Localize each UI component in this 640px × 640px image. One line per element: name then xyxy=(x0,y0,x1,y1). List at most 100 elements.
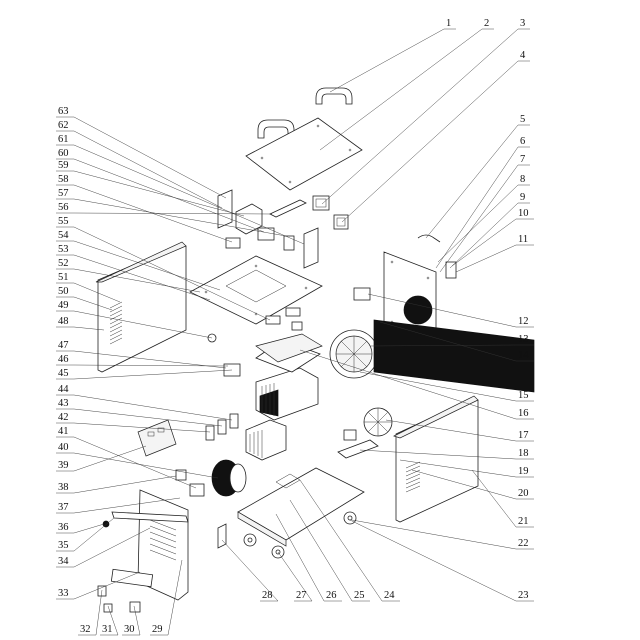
leader-line-11 xyxy=(455,244,517,273)
leader-line-32 xyxy=(95,589,103,636)
callout-39: 39 xyxy=(58,460,69,471)
leader-line-44 xyxy=(73,394,233,421)
terminal-strip-part xyxy=(110,568,154,588)
callout-3: 3 xyxy=(520,18,525,29)
callout-22: 22 xyxy=(518,538,529,549)
callout-49: 49 xyxy=(58,300,69,311)
callout-numbers: 1 2 3 4 5 6 7 8 9 10 11 12 13 14 15 16 1… xyxy=(58,18,529,635)
leader-line-4 xyxy=(341,60,519,223)
leader-line-55 xyxy=(73,226,271,321)
callout-36: 36 xyxy=(58,522,69,533)
parts-drawing xyxy=(95,87,535,613)
leader-line-42 xyxy=(73,422,211,433)
relay-part xyxy=(333,214,349,230)
small-parts xyxy=(205,413,239,441)
leader-lines xyxy=(56,28,534,636)
leader-line-34 xyxy=(73,527,151,568)
leader-line-48 xyxy=(73,326,105,331)
leader-line-24 xyxy=(299,479,383,602)
front-handle-part xyxy=(111,511,189,523)
callout-14: 14 xyxy=(518,350,529,361)
leader-line-1 xyxy=(329,28,445,93)
leader-line-6 xyxy=(435,146,519,269)
callout-55: 55 xyxy=(58,216,69,227)
heatsink2-part xyxy=(245,419,287,461)
leader-line-29 xyxy=(167,559,183,636)
leader-line-20 xyxy=(411,469,517,500)
handle-part xyxy=(257,87,353,139)
callout-58: 58 xyxy=(58,174,69,185)
callout-10: 10 xyxy=(518,208,529,219)
leader-line-49 xyxy=(73,310,213,339)
leader-line-18 xyxy=(359,449,517,460)
leader-line-12 xyxy=(367,293,517,328)
leader-line-15 xyxy=(359,371,517,402)
leader-line-41 xyxy=(73,436,197,489)
leader-line-25 xyxy=(289,499,353,602)
leader-line-62 xyxy=(73,130,223,209)
leader-line-27 xyxy=(277,551,313,602)
leader-line-33 xyxy=(73,571,141,600)
leader-line-52 xyxy=(73,268,201,293)
callout-38: 38 xyxy=(58,482,69,493)
leader-line-5 xyxy=(425,124,519,239)
callout-15: 15 xyxy=(518,390,529,401)
callout-30: 30 xyxy=(124,624,135,635)
leader-line-7 xyxy=(439,164,519,273)
leader-line-9 xyxy=(449,202,519,269)
rail-part xyxy=(269,199,307,218)
leader-line-13 xyxy=(369,344,517,347)
heatsink-part xyxy=(255,367,319,421)
cable-part xyxy=(417,234,441,243)
leader-line-58 xyxy=(73,184,233,243)
leader-line-61 xyxy=(73,144,305,245)
callout-2: 2 xyxy=(484,18,489,29)
callout-20: 20 xyxy=(518,488,529,499)
callout-28: 28 xyxy=(262,590,273,601)
callout-44: 44 xyxy=(58,384,69,395)
callout-27: 27 xyxy=(296,590,307,601)
clip-part xyxy=(217,523,227,549)
callout-35: 35 xyxy=(58,540,69,551)
callout-53: 53 xyxy=(58,244,69,255)
callout-12: 12 xyxy=(518,316,529,327)
callout-9: 9 xyxy=(520,192,525,203)
right-side-panel xyxy=(393,395,479,523)
leader-line-59 xyxy=(73,170,245,217)
callout-18: 18 xyxy=(518,448,529,459)
leader-line-63 xyxy=(73,116,227,199)
leader-line-31 xyxy=(107,605,119,636)
callout-32: 32 xyxy=(80,624,91,635)
inductor-part xyxy=(175,459,247,497)
leader-line-43 xyxy=(73,408,223,427)
leader-line-2 xyxy=(319,28,483,151)
leader-line-39 xyxy=(73,445,147,472)
leader-line-36 xyxy=(73,523,105,534)
leader-line-22 xyxy=(351,519,517,550)
fan-part xyxy=(329,329,379,379)
callout-8: 8 xyxy=(520,174,525,185)
control-pcb-part xyxy=(137,419,177,457)
leader-line-54 xyxy=(73,240,221,291)
leader-line-51 xyxy=(73,282,121,303)
wheel-parts xyxy=(243,511,357,559)
callout-59: 59 xyxy=(58,160,69,171)
callout-23: 23 xyxy=(518,590,529,601)
middle-plate-part xyxy=(189,255,323,325)
callout-7: 7 xyxy=(520,154,525,165)
callout-61: 61 xyxy=(58,134,69,145)
callout-57: 57 xyxy=(58,188,69,199)
leader-line-23 xyxy=(349,519,517,602)
leader-line-3 xyxy=(321,28,519,205)
callout-16: 16 xyxy=(518,408,529,419)
callout-13: 13 xyxy=(518,334,529,345)
callout-37: 37 xyxy=(58,502,69,513)
callout-29: 29 xyxy=(152,624,163,635)
leader-line-47 xyxy=(73,350,227,369)
callout-25: 25 xyxy=(354,590,365,601)
callout-6: 6 xyxy=(520,136,525,147)
callout-50: 50 xyxy=(58,286,69,297)
callout-60: 60 xyxy=(58,148,69,159)
callout-43: 43 xyxy=(58,398,69,409)
